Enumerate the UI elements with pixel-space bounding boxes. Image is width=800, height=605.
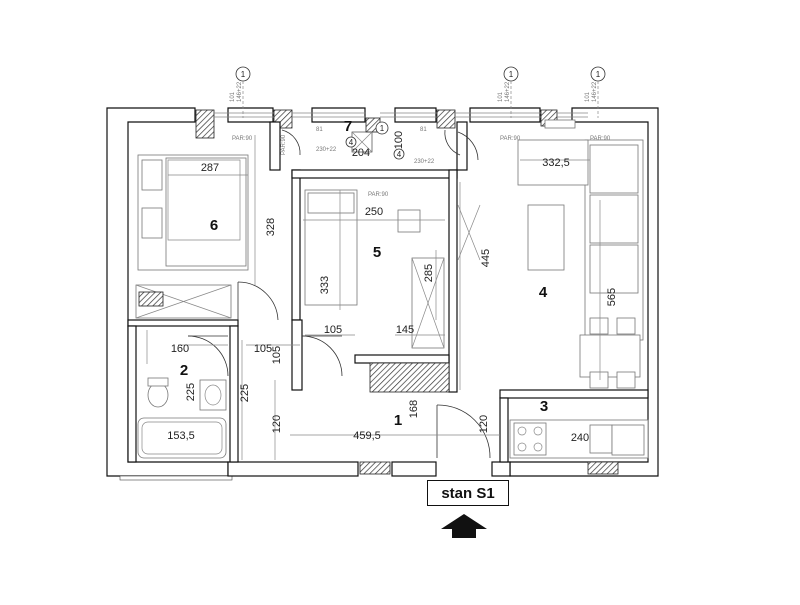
window-size: 81 bbox=[420, 127, 427, 133]
grid-marker-label: 1 bbox=[241, 70, 246, 79]
window-code: PAR:90 bbox=[500, 136, 521, 142]
room-number-6: 6 bbox=[210, 217, 218, 234]
kitchen-room3 bbox=[509, 419, 649, 459]
furniture-room5 bbox=[304, 189, 481, 349]
doors bbox=[187, 129, 491, 459]
dim-entrance-width: 120 bbox=[478, 415, 490, 433]
dim-bathtub: 153,5 bbox=[167, 430, 195, 442]
dim-hall-b: 105 bbox=[271, 346, 283, 364]
dim-hall-length: 459,5 bbox=[353, 430, 381, 442]
dim-hall-a: 105 bbox=[254, 343, 272, 355]
window-code: PAR:90 bbox=[368, 192, 389, 198]
window-height: 230+22 bbox=[316, 147, 337, 153]
dim-room5-width: 250 bbox=[365, 206, 383, 218]
grid-marker-label: 1 bbox=[596, 70, 601, 79]
interior-walls bbox=[127, 121, 649, 463]
window-code: PAR:90 bbox=[590, 136, 611, 142]
window-size: 101 bbox=[498, 91, 504, 102]
dim-hall-c: 225 bbox=[239, 384, 251, 402]
room-number-4: 4 bbox=[539, 284, 548, 301]
room-number-7: 7 bbox=[344, 118, 352, 135]
grid-marker-label: 1 bbox=[509, 70, 514, 79]
room-number-3: 3 bbox=[540, 398, 548, 415]
dim-room6-width: 287 bbox=[201, 162, 219, 174]
room-number-1: 1 bbox=[394, 412, 402, 429]
dim-room5-right: 145 bbox=[396, 324, 414, 336]
dimension-lines bbox=[168, 135, 601, 460]
dim-hall-depth: 445 bbox=[480, 249, 492, 267]
window-height: 230+22 bbox=[414, 159, 435, 165]
dim-room4-width: 332,5 bbox=[542, 157, 570, 169]
window-height: 146+22 bbox=[505, 81, 511, 102]
window-size: 101 bbox=[585, 91, 591, 102]
dim-hall-d: 120 bbox=[271, 415, 283, 433]
entrance-arrow-icon bbox=[441, 514, 487, 538]
dim-room4-depth: 565 bbox=[606, 288, 618, 306]
window-code: PAR:90 bbox=[281, 134, 287, 155]
window-size: 81 bbox=[316, 127, 323, 133]
unit-label: stan S1 bbox=[427, 480, 509, 506]
dim-room5-depth: 333 bbox=[319, 276, 331, 294]
dim-room6-depth: 328 bbox=[265, 218, 277, 236]
room-number-2: 2 bbox=[180, 362, 188, 379]
dim-room7-depth: 100 bbox=[393, 131, 405, 149]
bathroom-room2 bbox=[137, 330, 227, 459]
dim-kitchen-counter: 240 bbox=[571, 432, 589, 444]
bed-room6 bbox=[135, 154, 249, 319]
window-height: 146+22 bbox=[237, 81, 243, 102]
dim-room2-width: 160 bbox=[171, 343, 189, 355]
dim-room7-width: 204 bbox=[352, 147, 370, 159]
dim-room5-left: 105 bbox=[324, 324, 342, 336]
window-marker-label: 4 bbox=[349, 138, 354, 147]
grid-axis-markers bbox=[235, 66, 606, 160]
window-size: 101 bbox=[230, 91, 236, 102]
dim-hall-e: 168 bbox=[408, 400, 420, 418]
room-number-5: 5 bbox=[373, 244, 381, 261]
furniture-room4 bbox=[517, 119, 644, 389]
window-marker-label: 4 bbox=[397, 150, 402, 159]
window-height: 146+22 bbox=[592, 81, 598, 102]
window-code: PAR:90 bbox=[232, 136, 253, 142]
dim-room2-depth: 225 bbox=[185, 383, 197, 401]
grid-marker-label: 1 bbox=[380, 124, 385, 133]
dim-room5-wardrobe: 285 bbox=[423, 264, 435, 282]
